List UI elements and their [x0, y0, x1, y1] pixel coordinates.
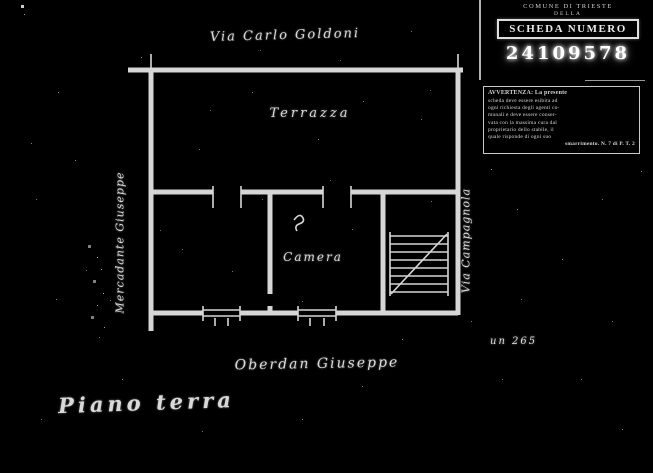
notice-line: ogni richiesta degli agenti co-: [488, 105, 560, 112]
scan-noise: [0, 0, 1, 1]
room-label-terrazza: Terrazza: [269, 106, 351, 121]
notice-line: vata con la massima cura dal: [488, 119, 557, 126]
notice-line: quale risponde di ogni suo: [488, 134, 552, 141]
notice-line: scheda deve essere esibita ad: [488, 97, 558, 104]
street-name-bottom: Oberdan Giuseppe: [234, 354, 400, 374]
della-label: DELLA: [553, 11, 583, 17]
sheet-number-box: SCHEDA NUMERO: [497, 19, 639, 39]
notice-line: smarrimento. N. 7 di P. T. 2: [565, 141, 635, 148]
registry-stamp-card: COMUNE DI TRIESTE DELLA SCHEDA NUMERO 24…: [479, 0, 653, 80]
notice-line: munali e deve essere conser-: [488, 112, 557, 119]
sheet-number: 24109578: [505, 43, 631, 64]
municipality-label: COMUNE DI TRIESTE: [523, 3, 613, 10]
notice-line: AVVERTENZA: La presente: [488, 90, 568, 96]
notice-card: AVVERTENZA: La presente scheda deve esse…: [483, 86, 640, 154]
card-divider-line: [585, 80, 645, 81]
room-label-camera: Camera: [283, 250, 343, 264]
street-name-right: Via Campagnola: [459, 187, 473, 294]
notice-line: proprietario dello stabile, il: [488, 126, 554, 133]
street-name-left: Mercadante Giuseppe: [113, 171, 127, 314]
dimension-note: un 265: [490, 336, 538, 347]
